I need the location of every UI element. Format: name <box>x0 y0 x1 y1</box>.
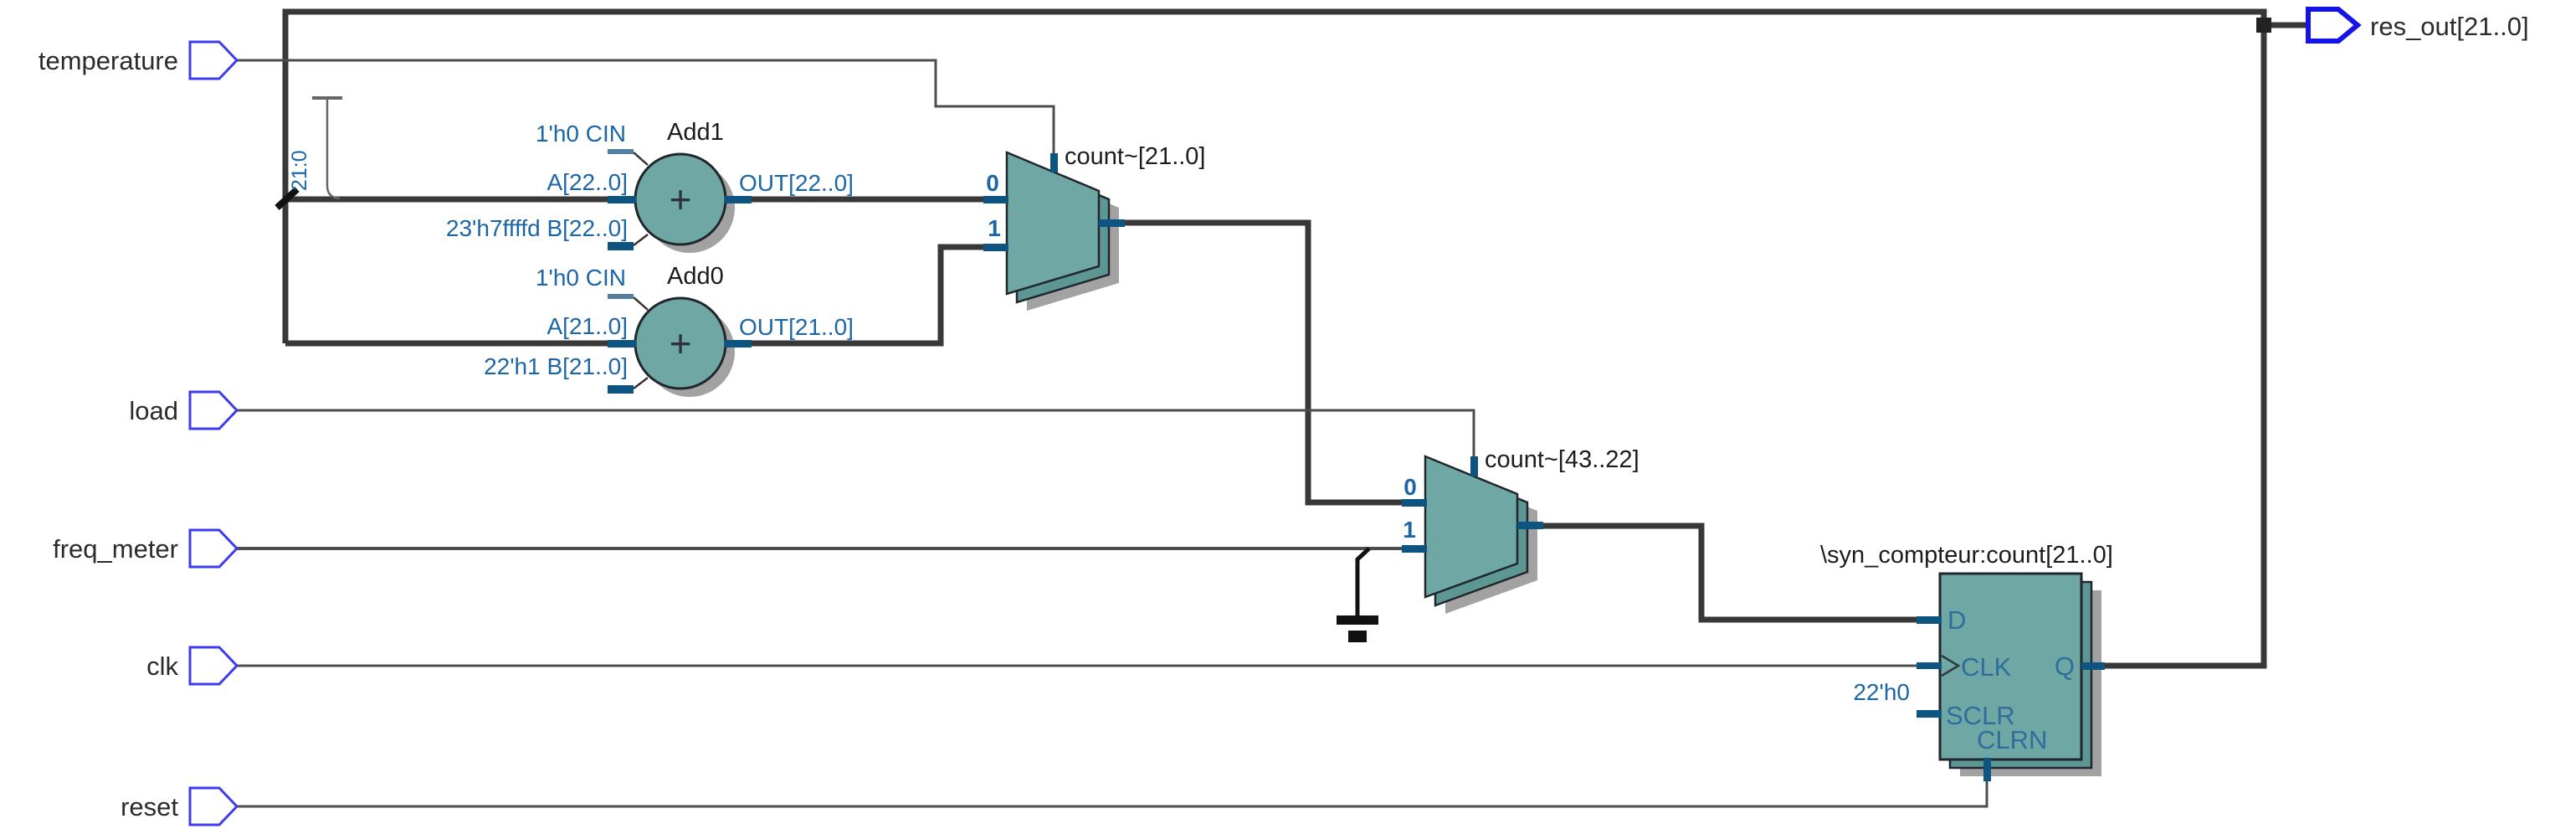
input-port-clk[interactable] <box>188 646 239 686</box>
mux2-sel-stub <box>1470 456 1478 476</box>
mux2-in0-stub <box>1402 499 1427 507</box>
add0-plus: + <box>670 322 692 365</box>
add1-plus: + <box>670 178 692 221</box>
input-port-clk-label: clk <box>146 651 178 681</box>
add1-b-stub <box>608 242 634 250</box>
wire-ground-drop[interactable] <box>1355 547 1371 615</box>
register-clrn-label: CLRN <box>1977 725 2047 754</box>
add1-title: Add1 <box>667 119 724 146</box>
add1-cin-stub <box>608 149 634 154</box>
register-clk-stub <box>1917 662 1942 669</box>
input-port-reset[interactable] <box>188 786 239 826</box>
input-port-temperature[interactable] <box>188 40 239 80</box>
input-port-freq-meter[interactable] <box>188 528 239 569</box>
register-d-stub <box>1917 616 1942 624</box>
add0-b-label: 22'h1 B[21..0] <box>484 353 628 379</box>
mux2-title: count~[43..22] <box>1485 446 1640 473</box>
wire-mux2-out[interactable] <box>1519 523 1937 623</box>
input-port-freq-meter-label: freq_meter <box>53 534 178 564</box>
mux2-in1-label: 1 <box>1403 517 1416 543</box>
add1-out-label: OUT[22..0] <box>739 170 854 196</box>
input-port-reset-label: reset <box>121 792 178 821</box>
wire-temperature[interactable] <box>237 59 1055 159</box>
mux1-out-stub <box>1099 219 1125 227</box>
mux1-in1-stub <box>983 244 1008 251</box>
mux1-in0-label: 0 <box>986 170 999 196</box>
mux2-out-stub <box>1517 522 1543 529</box>
register-syn-compteur-count[interactable] <box>1917 572 2105 781</box>
input-port-temperature-label: temperature <box>38 46 178 75</box>
wire-junction-dot <box>2256 18 2271 33</box>
register-d-label: D <box>1947 605 1966 635</box>
ground-symbol <box>1337 615 1378 642</box>
register-clk-triangle-icon <box>1941 654 1961 677</box>
wire-feedback-bus[interactable] <box>282 8 2267 669</box>
add0-a-stub <box>608 340 636 348</box>
wire-reset[interactable] <box>237 770 1988 808</box>
adder-add1[interactable]: + <box>608 149 752 253</box>
register-title: \syn_compteur:count[21..0] <box>1820 542 2113 569</box>
mux1-in0-stub <box>983 196 1008 203</box>
wire-load[interactable] <box>237 409 1475 461</box>
register-q-label: Q <box>2055 651 2075 681</box>
add0-cin-label: 1'h0 CIN <box>536 265 626 291</box>
register-q-stub <box>2081 662 2105 670</box>
register-body[interactable] <box>1938 572 2083 761</box>
wire-mux1-out[interactable] <box>1101 219 1423 506</box>
adder-add0[interactable]: + <box>608 294 752 397</box>
mux2-in1-stub <box>1402 545 1427 553</box>
input-port-load[interactable] <box>188 390 239 430</box>
register-sclr-stub <box>1917 710 1942 718</box>
add1-a-label: A[22..0] <box>547 169 628 195</box>
add1-cin-label: 1'h0 CIN <box>536 121 626 147</box>
register-sclr-value: 22'h0 <box>1853 679 1910 705</box>
add0-out-label: OUT[21..0] <box>739 314 854 340</box>
add0-title: Add0 <box>667 263 724 290</box>
add1-out-stub <box>725 196 752 203</box>
add0-out-stub <box>725 340 752 348</box>
add0-a-label: A[21..0] <box>547 313 628 339</box>
add1-b-label: 23'h7ffffd B[22..0] <box>446 215 628 241</box>
bus-slice-label: 21:0 <box>288 150 311 191</box>
bus-slice-indicator <box>312 96 342 200</box>
register-clk-label: CLK <box>1961 652 2012 682</box>
register-sclr-label: SCLR <box>1946 701 2015 730</box>
register-clrn-stub <box>1983 758 1991 781</box>
output-port-res-out[interactable] <box>2306 7 2362 44</box>
wire-add0-out[interactable] <box>726 244 1004 347</box>
bus-tap-marker <box>275 187 300 210</box>
mux-count-21-0[interactable] <box>983 151 1125 311</box>
add0-b-stub <box>608 385 634 394</box>
add0-cin-stub <box>608 294 634 299</box>
mux2-in0-label: 0 <box>1403 474 1417 500</box>
mux-count-43-22[interactable] <box>1402 455 1543 614</box>
output-port-res-out-label: res_out[21..0] <box>2370 12 2529 41</box>
input-port-load-label: load <box>129 396 178 425</box>
add1-a-stub <box>608 196 636 203</box>
mux1-sel-stub <box>1050 153 1058 172</box>
mux1-in1-label: 1 <box>988 215 1001 241</box>
mux1-title: count~[21..0] <box>1065 143 1206 170</box>
